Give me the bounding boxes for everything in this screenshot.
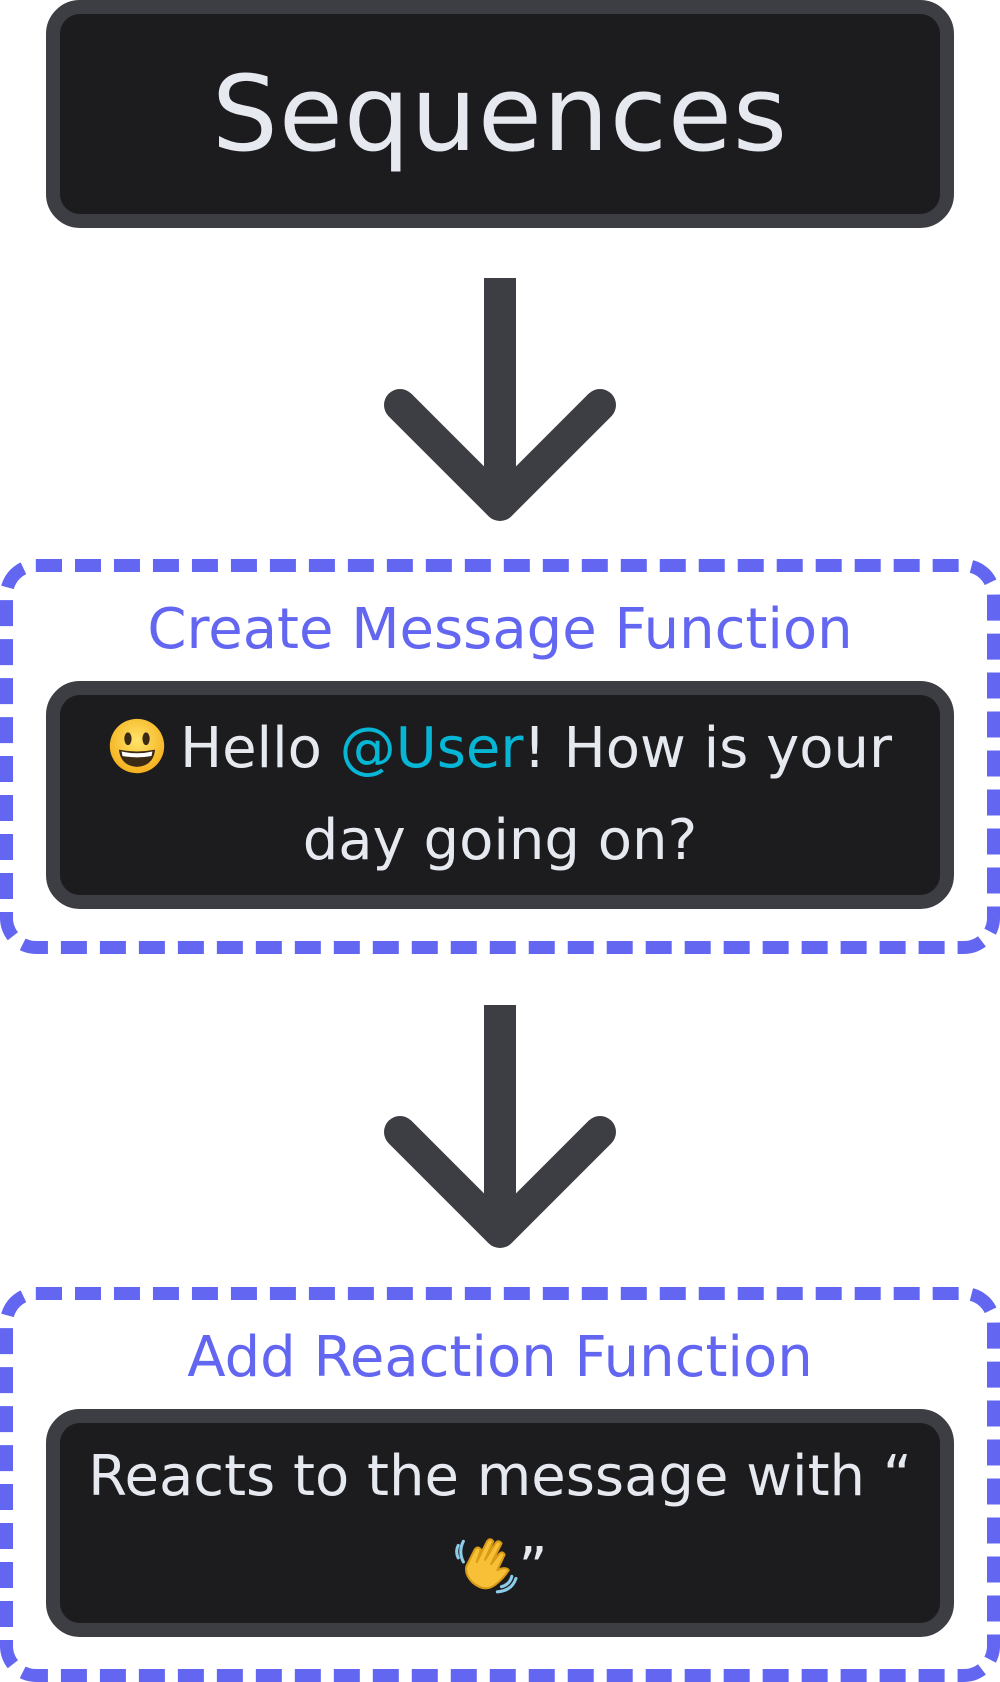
reaction-text-before: Reacts to the message with “ <box>88 1444 912 1509</box>
reaction-box: Reacts to the message with “ ” <box>46 1409 954 1637</box>
message-text-before: Hello <box>179 716 340 781</box>
waving-hand-icon <box>455 1538 518 1594</box>
reaction-text-after: ” <box>518 1536 548 1601</box>
user-mention: @User <box>339 716 524 781</box>
message-box: Hello @User! How is your day going on? <box>46 681 954 909</box>
title-text: Sequences <box>211 53 789 175</box>
add-reaction-label: Add Reaction Function <box>187 1325 813 1390</box>
grinning-face-icon <box>109 718 165 774</box>
message-text: Hello @User! How is your day going on? <box>86 703 914 887</box>
down-arrow-icon <box>384 278 616 521</box>
create-message-label: Create Message Function <box>147 597 853 662</box>
message-text-after: ! How is your day going on? <box>302 716 893 873</box>
reaction-text: Reacts to the message with “ ” <box>86 1431 914 1615</box>
down-arrow-icon <box>384 1005 616 1248</box>
title-box: Sequences <box>46 0 954 228</box>
